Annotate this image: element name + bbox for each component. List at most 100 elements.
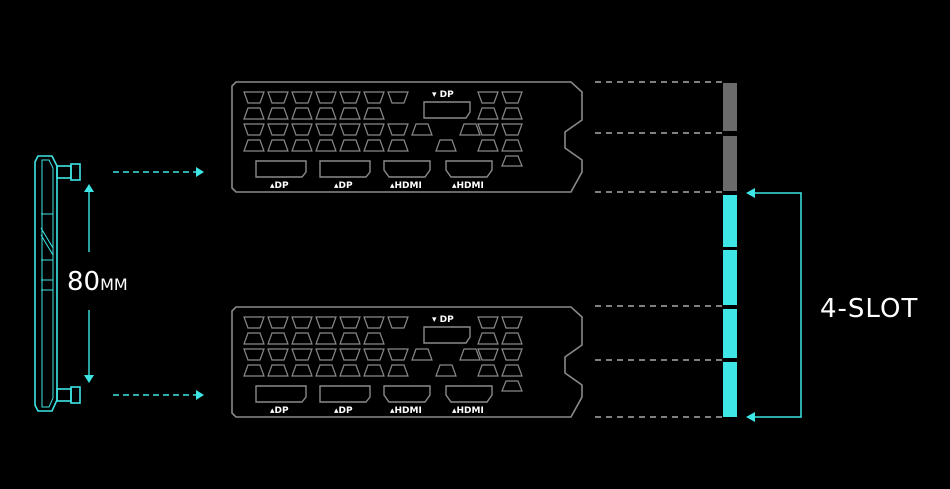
vent-cell bbox=[363, 316, 385, 329]
vent-cell bbox=[501, 123, 523, 136]
vent-cell bbox=[387, 123, 409, 136]
slot-active-3 bbox=[723, 309, 737, 358]
vent-cell bbox=[501, 348, 523, 361]
vent-cell bbox=[267, 332, 289, 345]
vent-cell bbox=[477, 107, 499, 120]
vent-cell bbox=[267, 139, 289, 152]
hdmi-icon bbox=[445, 160, 493, 178]
vent-cell bbox=[477, 364, 499, 377]
vent-cell bbox=[315, 107, 337, 120]
vent-cell bbox=[501, 316, 523, 329]
vent-cell bbox=[477, 348, 499, 361]
card-bracket-bottom: ▾ DP▴DP▴DP▴HDMI▴HDMI bbox=[231, 306, 583, 418]
bracket-arrowheads bbox=[746, 188, 755, 422]
vent-cell bbox=[501, 91, 523, 104]
vent-cell bbox=[315, 316, 337, 329]
vent-cell bbox=[291, 91, 313, 104]
bracket-outline bbox=[231, 306, 583, 418]
vent-grille-icon bbox=[243, 316, 523, 392]
vent-grille-icon bbox=[243, 91, 523, 167]
vent-cell bbox=[435, 364, 457, 377]
vent-cell bbox=[339, 364, 361, 377]
card-bracket-top: ▾ DP▴DP▴DP▴HDMI▴HDMI bbox=[231, 81, 583, 193]
top-port-label: ▾ DP bbox=[432, 90, 454, 100]
vent-cell bbox=[243, 348, 265, 361]
vent-cell bbox=[363, 139, 385, 152]
vent-cell bbox=[243, 316, 265, 329]
vent-cell bbox=[501, 364, 523, 377]
vent-cell bbox=[267, 107, 289, 120]
bottom-port-label: ▴DP bbox=[334, 181, 353, 191]
vent-cell bbox=[315, 91, 337, 104]
slot-active-4 bbox=[723, 362, 737, 417]
vent-cell bbox=[339, 348, 361, 361]
vent-cell bbox=[315, 364, 337, 377]
displayport-icon bbox=[319, 160, 371, 178]
vent-cell bbox=[291, 332, 313, 345]
vent-cell bbox=[477, 139, 499, 152]
vent-cell bbox=[243, 107, 265, 120]
slot-active-2 bbox=[723, 250, 737, 305]
bottom-port-label: ▴DP bbox=[334, 406, 353, 416]
vent-cell bbox=[339, 139, 361, 152]
vent-cell bbox=[267, 316, 289, 329]
dimension-label: 80MM bbox=[67, 267, 128, 297]
vent-cell bbox=[243, 123, 265, 136]
bracket-arrow-icon bbox=[752, 192, 802, 418]
vent-cell bbox=[387, 139, 409, 152]
vent-cell bbox=[363, 91, 385, 104]
vent-cell bbox=[315, 348, 337, 361]
vent-cell bbox=[501, 107, 523, 120]
slot-inactive-2 bbox=[723, 136, 737, 191]
vent-cell bbox=[339, 91, 361, 104]
dimension-arrow-icon bbox=[84, 184, 94, 383]
vent-cell bbox=[477, 316, 499, 329]
vent-cell bbox=[243, 364, 265, 377]
vent-cell bbox=[459, 123, 481, 136]
slot-guide-lines bbox=[595, 81, 722, 418]
vent-cell bbox=[459, 348, 481, 361]
vent-cell bbox=[435, 139, 457, 152]
vent-cell bbox=[315, 139, 337, 152]
hdmi-icon bbox=[383, 160, 431, 178]
displayport-icon bbox=[255, 160, 307, 178]
vent-cell bbox=[315, 332, 337, 345]
vent-cell bbox=[291, 348, 313, 361]
vent-cell bbox=[501, 139, 523, 152]
bottom-port-label: ▴HDMI bbox=[452, 181, 484, 191]
vent-cell bbox=[267, 364, 289, 377]
vent-cell bbox=[291, 107, 313, 120]
slot-bar bbox=[723, 83, 737, 417]
vent-cell bbox=[267, 348, 289, 361]
vent-cell bbox=[363, 123, 385, 136]
hdmi-icon bbox=[445, 385, 493, 403]
vent-cell bbox=[477, 332, 499, 345]
dashed-arrow-icon bbox=[113, 171, 196, 396]
bottom-port-label: ▴DP bbox=[270, 181, 289, 191]
vent-cell bbox=[411, 123, 433, 136]
hdmi-icon bbox=[383, 385, 431, 403]
slot-count-label: 4-SLOT bbox=[820, 294, 918, 324]
vent-cell bbox=[339, 123, 361, 136]
vent-cell bbox=[411, 348, 433, 361]
vent-cell bbox=[243, 91, 265, 104]
vent-cell bbox=[339, 316, 361, 329]
vent-cell bbox=[363, 107, 385, 120]
vent-cell bbox=[315, 123, 337, 136]
bottom-port-label: ▴HDMI bbox=[452, 406, 484, 416]
displayport-icon bbox=[255, 385, 307, 403]
vent-cell bbox=[339, 332, 361, 345]
displayport-icon bbox=[423, 326, 471, 344]
vent-cell bbox=[477, 123, 499, 136]
displayport-icon bbox=[319, 385, 371, 403]
vent-cell bbox=[501, 155, 523, 167]
vent-cell bbox=[387, 348, 409, 361]
vent-cell bbox=[387, 91, 409, 104]
vent-cell bbox=[363, 348, 385, 361]
slot-inactive-1 bbox=[723, 83, 737, 131]
vent-cell bbox=[291, 139, 313, 152]
vent-cell bbox=[501, 332, 523, 345]
top-port-label: ▾ DP bbox=[432, 315, 454, 325]
vent-cell bbox=[291, 316, 313, 329]
